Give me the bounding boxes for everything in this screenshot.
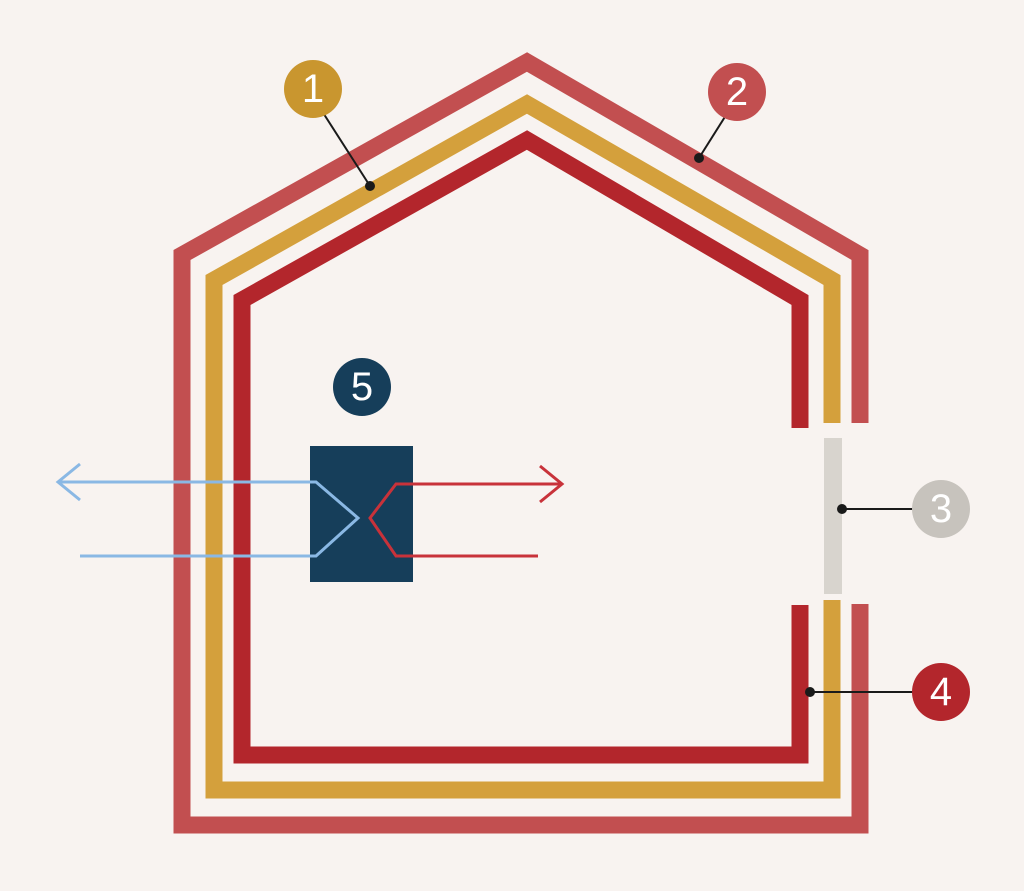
inner-layer [233, 130, 809, 764]
badge-2: 2 [708, 63, 766, 121]
badge-5: 5 [333, 358, 391, 416]
middle-layer [205, 94, 841, 799]
leader-dot-1 [365, 181, 375, 191]
outer-layer [173, 52, 869, 834]
badge-3-circle [912, 480, 970, 538]
leader-lines [319, 107, 913, 697]
badge-2-circle [708, 63, 766, 121]
exhaust-arrow-head [55, 462, 81, 502]
cold-air-flow [55, 462, 361, 558]
badge-5-label: 5 [351, 365, 373, 409]
badge-4: 4 [912, 663, 970, 721]
supply-air-line [368, 482, 562, 558]
warm-air-flow [368, 464, 565, 558]
badge-5-circle [333, 358, 391, 416]
inner-layer-path [233, 130, 809, 764]
middle-layer-path [205, 94, 841, 799]
exhaust-air-line [60, 480, 361, 558]
leader-line-2 [698, 111, 729, 159]
ventilation-unit [310, 446, 413, 582]
supply-arrow-head [539, 464, 565, 504]
badge-4-circle [912, 663, 970, 721]
badge-3-label: 3 [930, 487, 952, 531]
badge-2-label: 2 [726, 70, 748, 114]
badge-1-circle [284, 60, 342, 118]
badge-3: 3 [912, 480, 970, 538]
leader-dot-3 [837, 504, 847, 514]
badge-4-label: 4 [930, 670, 952, 714]
badge-1-label: 1 [302, 67, 324, 111]
leader-dot-4 [805, 687, 815, 697]
outer-layer-upper [173, 52, 869, 834]
badge-1: 1 [284, 60, 342, 118]
leader-dot-2 [694, 153, 704, 163]
window-panel [824, 438, 842, 594]
leader-line-1 [319, 107, 371, 187]
